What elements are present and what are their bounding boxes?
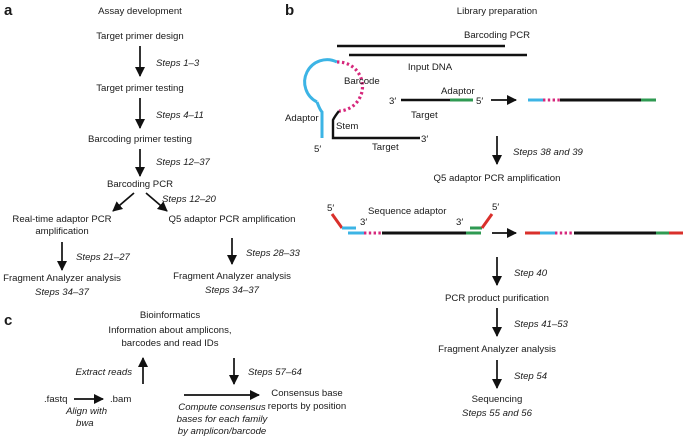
seq-five-prime-right: 5′ — [492, 202, 499, 213]
align-line1: Align with — [65, 406, 107, 417]
target-strand-hairpin — [331, 110, 420, 140]
sequence-adaptor-label: Sequence adaptor — [368, 206, 447, 217]
rt-adaptor-pcr-line2: amplification — [35, 226, 88, 237]
fragment-analyzer-left-label: Fragment Analyzer analysis — [3, 273, 121, 284]
steps-1-3-label: Steps 1–3 — [156, 58, 200, 69]
input-dna-label: Input DNA — [408, 62, 453, 73]
panel-label-a: a — [4, 2, 13, 19]
library-preparation-heading: Library preparation — [457, 6, 538, 17]
steps-12-20-label: Steps 12–20 — [162, 194, 217, 205]
consensus-line1: Consensus base — [271, 388, 342, 399]
panel-a: a Assay development Target primer design… — [3, 2, 300, 298]
adaptor-loop-label: Adaptor — [285, 113, 319, 124]
step-54-label: Step 54 — [514, 371, 547, 382]
three-prime-stem-label: 3′ — [421, 134, 428, 145]
barcoding-pcr-label: Barcoding PCR — [107, 179, 173, 190]
barcoding-primer-testing-label: Barcoding primer testing — [88, 134, 192, 145]
target-stem-label: Target — [372, 142, 399, 153]
rt-adaptor-pcr-line1: Real-time adaptor PCR — [12, 214, 111, 225]
seq-adaptor-right-red — [480, 213, 494, 229]
panel-c: c Bioinformatics Information about ampli… — [4, 310, 346, 437]
q5-adaptor-pcr-label: Q5 adaptor PCR amplification — [169, 214, 296, 225]
steps-57-64-label: Steps 57–64 — [248, 367, 302, 378]
extract-reads-label: Extract reads — [75, 367, 132, 378]
target-primer-testing-label: Target primer testing — [96, 83, 183, 94]
seq-three-prime-right: 3′ — [456, 217, 463, 228]
adaptor-label: Adaptor — [441, 86, 475, 97]
stem-label: Stem — [336, 121, 358, 132]
target-adaptor-label: Target — [411, 110, 438, 121]
three-prime-adaptor-label: 3′ — [389, 96, 396, 107]
steps-34-37-right-label: Steps 34–37 — [205, 285, 260, 296]
q5-adaptor-pcr-label-b: Q5 adaptor PCR amplification — [434, 173, 561, 184]
step-40-label: Step 40 — [514, 268, 548, 279]
fragment-analyzer-b-label: Fragment Analyzer analysis — [438, 344, 556, 355]
steps-34-37-left-label: Steps 34–37 — [35, 287, 90, 298]
seq-adaptor-left-red — [330, 213, 344, 229]
info-amplicons-line2: barcodes and read IDs — [121, 338, 218, 349]
steps-41-53-label: Steps 41–53 — [514, 319, 569, 330]
steps-55-56-label: Steps 55 and 56 — [462, 408, 533, 419]
seq-three-prime-left: 3′ — [360, 217, 367, 228]
steps-21-27-label: Steps 21–27 — [76, 252, 131, 263]
steps-4-11-label: Steps 4–11 — [156, 110, 204, 121]
barcode-dotted-arc — [336, 60, 365, 113]
compute-consensus-line2: bases for each family — [177, 414, 269, 425]
steps-28-33-label: Steps 28–33 — [246, 248, 301, 259]
arrow-split-right — [145, 192, 168, 212]
five-prime-adaptor-label: 5′ — [476, 96, 483, 107]
bioinformatics-heading: Bioinformatics — [140, 310, 200, 321]
steps-12-37-label: Steps 12–37 — [156, 157, 211, 168]
barcoding-pcr-heading: Barcoding PCR — [464, 30, 530, 41]
steps-38-39-label: Steps 38 and 39 — [513, 147, 584, 158]
panel-label-b: b — [285, 2, 294, 19]
compute-consensus-line3: by amplicon/barcode — [178, 426, 267, 437]
assay-development-heading: Assay development — [98, 6, 182, 17]
align-line2: bwa — [76, 418, 94, 429]
pcr-purification-label: PCR product purification — [445, 293, 549, 304]
target-primer-design-label: Target primer design — [96, 31, 183, 42]
panel-label-c: c — [4, 312, 12, 329]
sequencing-label: Sequencing — [472, 394, 523, 405]
five-prime-left-label: 5′ — [314, 144, 321, 155]
info-amplicons-line1: Information about amplicons, — [108, 325, 231, 336]
barcode-label: Barcode — [344, 76, 380, 87]
seq-five-prime-left: 5′ — [327, 203, 334, 214]
arrow-split-left — [112, 192, 135, 212]
adaptor-loop-arc — [303, 58, 338, 104]
compute-consensus-line1: Compute consensus — [178, 402, 266, 413]
panel-b: b Library preparation Barcoding PCR Inpu… — [285, 2, 683, 419]
fastq-label: .fastq — [44, 394, 67, 405]
fragment-analyzer-right-label: Fragment Analyzer analysis — [173, 271, 291, 282]
bam-label: .bam — [110, 394, 131, 405]
adaptor-stem-strand — [315, 101, 324, 138]
consensus-line2: reports by position — [268, 401, 346, 412]
